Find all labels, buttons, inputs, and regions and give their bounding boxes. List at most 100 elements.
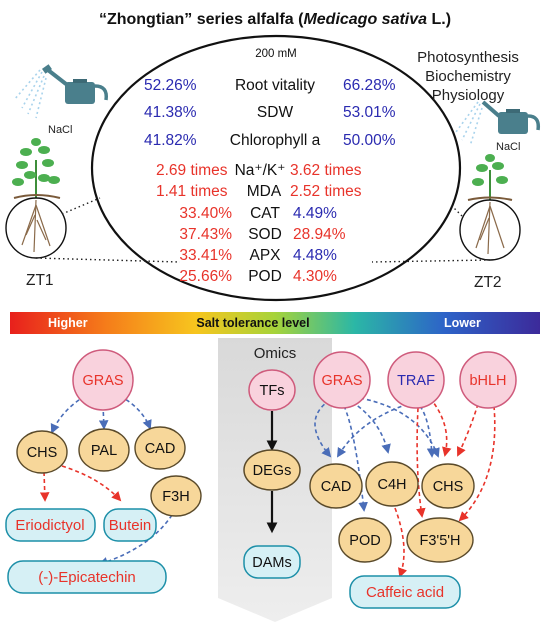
regulation-arrow bbox=[39, 471, 50, 502]
water-drops bbox=[455, 101, 483, 147]
omics-step-label: DEGs bbox=[253, 463, 292, 479]
trait-zt2-value: 4.30% bbox=[293, 268, 337, 285]
regulation-arrow bbox=[458, 405, 496, 522]
gene-node-f3-5-h: F3'5'H bbox=[406, 517, 474, 563]
trait-ellipse bbox=[90, 34, 462, 302]
plant-leaves bbox=[12, 138, 60, 186]
omics-step-label: DAMs bbox=[252, 555, 291, 571]
gene-label: CAD bbox=[321, 479, 352, 495]
tf-node-traf: TRAF bbox=[387, 351, 445, 409]
category-label: Photosynthesis bbox=[417, 49, 519, 66]
tf-label: bHLH bbox=[469, 373, 506, 389]
trait-label: Na⁺/K⁺ bbox=[235, 162, 286, 179]
regulation-arrow bbox=[394, 507, 408, 578]
omics-step-dams: DAMs bbox=[243, 545, 301, 579]
gene-label: C4H bbox=[377, 477, 406, 493]
trait-label: MDA bbox=[247, 183, 282, 200]
gene-node-cad: CAD bbox=[309, 463, 363, 509]
metabolite-label: Butein bbox=[109, 517, 152, 534]
salt-tolerance-label: Salt tolerance level bbox=[196, 316, 309, 330]
trait-label: SDW bbox=[257, 104, 294, 121]
trait-zt2-value: 28.94% bbox=[293, 226, 346, 243]
omics-step-tfs: TFs bbox=[248, 369, 296, 411]
omics-step-degs: DEGs bbox=[243, 449, 301, 491]
right-network: GRAS TRAF bHLH CAD C4H CHS POD F3'5'H bbox=[309, 351, 517, 609]
higher-label: Higher bbox=[48, 316, 88, 330]
trait-zt2-value: 3.62 times bbox=[290, 162, 362, 179]
trait-zt1-value: 33.40% bbox=[179, 205, 232, 222]
gene-node-chs: CHS bbox=[16, 430, 68, 474]
trait-zt1-value: 33.41% bbox=[179, 247, 232, 264]
omics-step-label: TFs bbox=[260, 383, 285, 399]
gene-label: CHS bbox=[27, 445, 58, 461]
trait-zt2-value: 2.52 times bbox=[290, 183, 362, 200]
watering-can-icon bbox=[42, 64, 109, 104]
zt1-label: ZT1 bbox=[26, 272, 54, 289]
metabolite-label: (-)-Epicatechin bbox=[38, 569, 136, 586]
trait-zt2-value: 53.01% bbox=[343, 104, 396, 121]
plant-leaves bbox=[472, 154, 508, 186]
tf-node-gras: GRAS bbox=[72, 349, 134, 411]
regulation-arrow bbox=[456, 403, 479, 457]
regulation-arrow bbox=[336, 403, 409, 458]
regulation-arrow bbox=[61, 465, 122, 502]
regulation-arrow bbox=[351, 401, 391, 454]
figure-title: “Zhongtian” series alfalfa (Medicago sat… bbox=[99, 11, 451, 28]
trait-label: SOD bbox=[248, 226, 282, 243]
omics-title: Omics bbox=[254, 345, 297, 362]
trait-label: Chlorophyll a bbox=[230, 132, 321, 149]
trait-zt1-value: 25.66% bbox=[179, 268, 232, 285]
water-drops bbox=[13, 69, 47, 119]
gene-node-pod: POD bbox=[338, 517, 392, 563]
trait-label: APX bbox=[249, 247, 281, 264]
gene-label: POD bbox=[349, 533, 380, 549]
trait-zt2-value: 50.00% bbox=[343, 132, 396, 149]
gene-label: CHS bbox=[433, 479, 464, 495]
gene-node-cad: CAD bbox=[134, 426, 186, 470]
gene-node-pal: PAL bbox=[78, 428, 130, 472]
category-label: Physiology bbox=[432, 87, 505, 104]
plant-roots bbox=[475, 201, 505, 255]
zt2-plant-illustration: NaCl ZT2 bbox=[455, 100, 541, 291]
trait-zt1-value: 2.69 times bbox=[156, 162, 228, 179]
gene-node-f3h: F3H bbox=[150, 475, 202, 517]
regulation-arrow bbox=[429, 397, 452, 457]
trait-zt1-value: 1.41 times bbox=[156, 183, 228, 200]
zt1-connector bbox=[35, 257, 181, 263]
metabolite-node-butein: Butein bbox=[103, 508, 157, 542]
gene-node-c4h: C4H bbox=[365, 461, 419, 507]
trait-rows: 52.26% Root vitality 66.28% 41.38% SDW 5… bbox=[144, 77, 396, 285]
trait-zt1-value: 52.26% bbox=[144, 77, 197, 94]
regulation-arrow bbox=[419, 405, 437, 458]
tf-label: TRAF bbox=[397, 373, 435, 389]
salt-tolerance-bar bbox=[10, 312, 540, 334]
metabolite-node-epicatechin: (-)-Epicatechin bbox=[7, 560, 167, 594]
metabolite-label: Eriodictyol bbox=[15, 517, 84, 534]
category-label: Biochemistry bbox=[425, 68, 511, 85]
regulation-arrow bbox=[50, 395, 86, 434]
trait-zt2-value: 4.48% bbox=[293, 247, 337, 264]
zt2-label: ZT2 bbox=[474, 274, 502, 291]
gene-label: PAL bbox=[91, 443, 117, 459]
tf-node-gras: GRAS bbox=[313, 351, 371, 409]
zt2-connector bbox=[371, 259, 491, 263]
metabolite-label: Caffeic acid bbox=[366, 584, 444, 601]
trait-zt2-value: 4.49% bbox=[293, 205, 337, 222]
concentration-label: 200 mM bbox=[255, 48, 297, 60]
trait-zt1-value: 41.38% bbox=[144, 104, 197, 121]
metabolite-node-eriodictyol: Eriodictyol bbox=[5, 508, 96, 542]
nacl-label: NaCl bbox=[496, 141, 520, 153]
zt1-plant-illustration: NaCl ZT1 bbox=[5, 64, 109, 289]
regulation-arrow bbox=[314, 399, 332, 458]
regulation-arrow bbox=[359, 397, 440, 458]
trait-label: Root vitality bbox=[235, 77, 315, 94]
plant-roots bbox=[21, 199, 51, 253]
watering-can-icon bbox=[481, 100, 541, 134]
gene-label: F3'5'H bbox=[420, 533, 461, 549]
nacl-label: NaCl bbox=[48, 124, 72, 136]
regulation-arrow bbox=[416, 407, 426, 518]
trait-label: POD bbox=[248, 268, 282, 285]
zt2-connector bbox=[451, 205, 463, 217]
